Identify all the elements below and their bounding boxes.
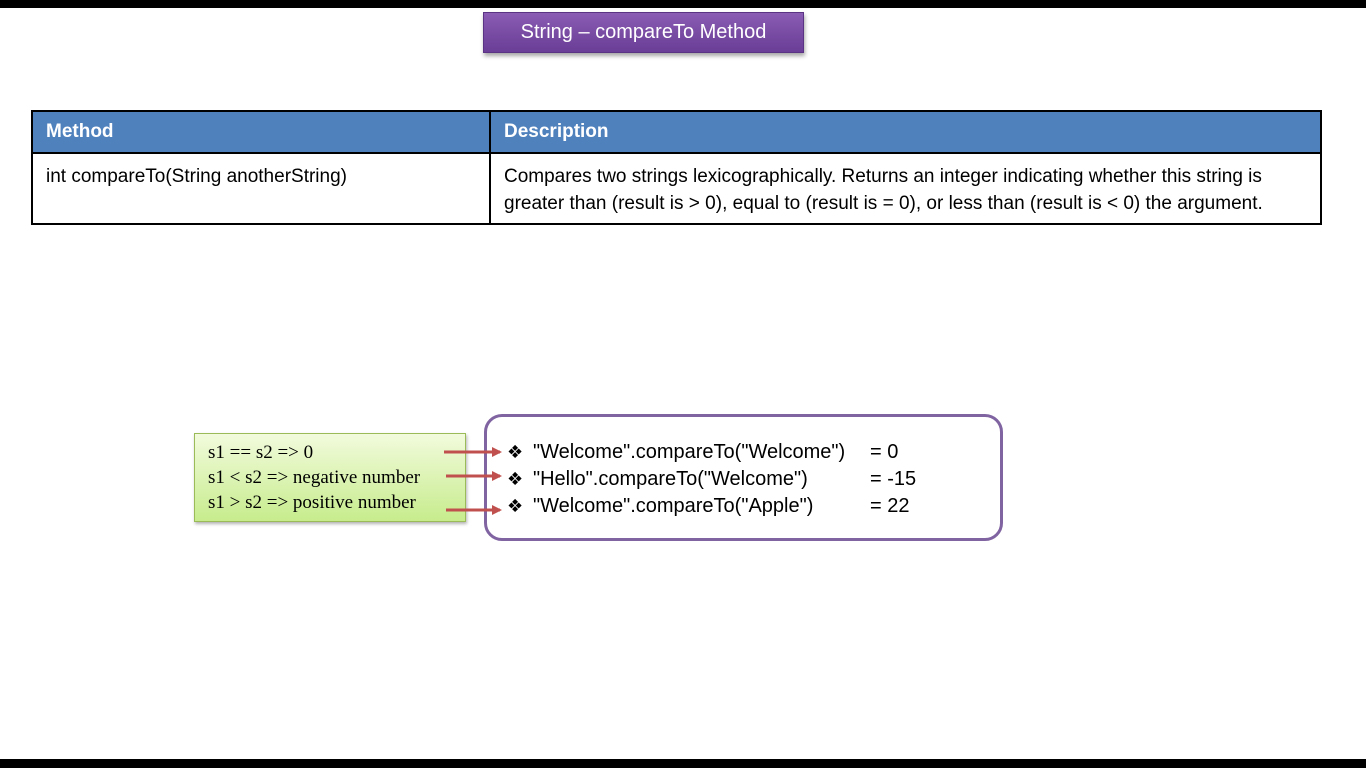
method-signature: int compareTo(String anotherString): [31, 152, 491, 225]
example-result: = 0: [870, 441, 899, 463]
example-row: ❖ "Welcome".compareTo("Welcome") = 0: [507, 439, 1000, 466]
rule-less: s1 < s2 => negative number: [208, 467, 421, 488]
method-description: Compares two strings lexicographically. …: [489, 152, 1322, 225]
example-expression: "Hello".compareTo("Welcome"): [533, 468, 808, 490]
slide-title: String – compareTo Method: [483, 12, 804, 53]
example-row: ❖ "Welcome".compareTo("Apple") = 22: [507, 493, 1000, 520]
example-expression: "Welcome".compareTo("Apple"): [533, 495, 814, 517]
example-result: = -15: [870, 468, 917, 490]
example-row: ❖ "Hello".compareTo("Welcome") = -15: [507, 466, 1000, 493]
table-row: int compareTo(String anotherString) Comp…: [31, 152, 1322, 225]
example-expression: "Welcome".compareTo("Welcome"): [533, 441, 846, 463]
header-method: Method: [31, 110, 491, 154]
diamond-bullet-icon: ❖: [507, 496, 524, 517]
rule-greater: s1 > s2 => positive number: [208, 492, 416, 513]
result-rules-note: s1 == s2 => 0 s1 < s2 => negative number…: [194, 433, 466, 522]
bottom-bar: [0, 759, 1366, 768]
examples-box: ❖ "Welcome".compareTo("Welcome") = 0 ❖ "…: [484, 414, 1003, 541]
method-table: Method Description int compareTo(String …: [31, 110, 1322, 225]
header-description: Description: [489, 110, 1322, 154]
table-header-row: Method Description: [31, 110, 1322, 154]
top-bar: [0, 0, 1366, 8]
example-result: = 22: [870, 495, 910, 517]
diamond-bullet-icon: ❖: [507, 442, 524, 463]
rule-equal: s1 == s2 => 0: [208, 442, 314, 463]
diamond-bullet-icon: ❖: [507, 469, 524, 490]
